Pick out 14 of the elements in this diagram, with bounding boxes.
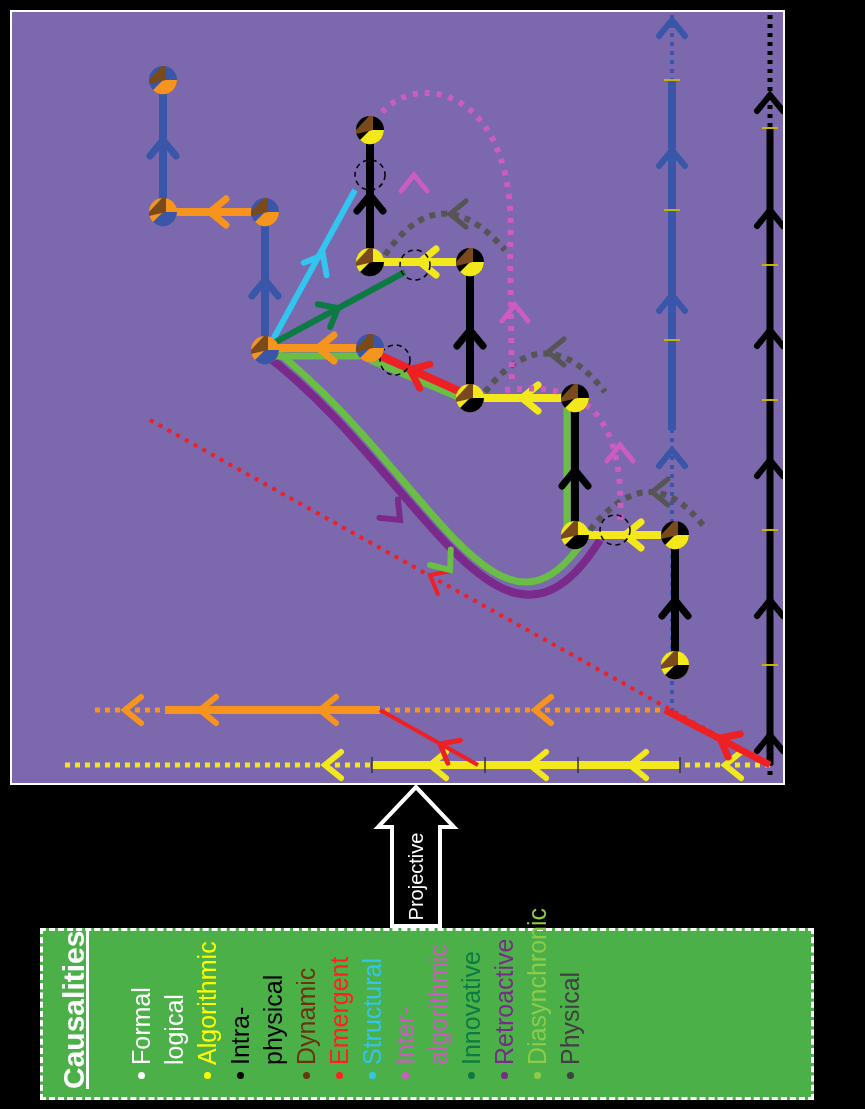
- legend-text: Retroactive: [490, 938, 518, 1065]
- legend-text: Diasynchronic: [523, 908, 551, 1065]
- legend-text: Dynamic: [292, 967, 320, 1065]
- legend-text: Structural: [358, 958, 386, 1065]
- legend-text: Formal logical: [127, 987, 188, 1065]
- legend-text: Intra-physical: [226, 974, 287, 1065]
- hollow-arrow: [373, 784, 459, 928]
- legend-text: Physical: [556, 971, 584, 1065]
- legend-heading: Causalities: [57, 930, 91, 1089]
- edge-label: Projective: [405, 832, 427, 921]
- legend-text: Algorithmic: [193, 941, 221, 1065]
- legend-text: Inter-algorithmic: [391, 944, 452, 1065]
- legend-text: Innovative: [457, 951, 485, 1065]
- legend-text: Emergent: [325, 956, 353, 1065]
